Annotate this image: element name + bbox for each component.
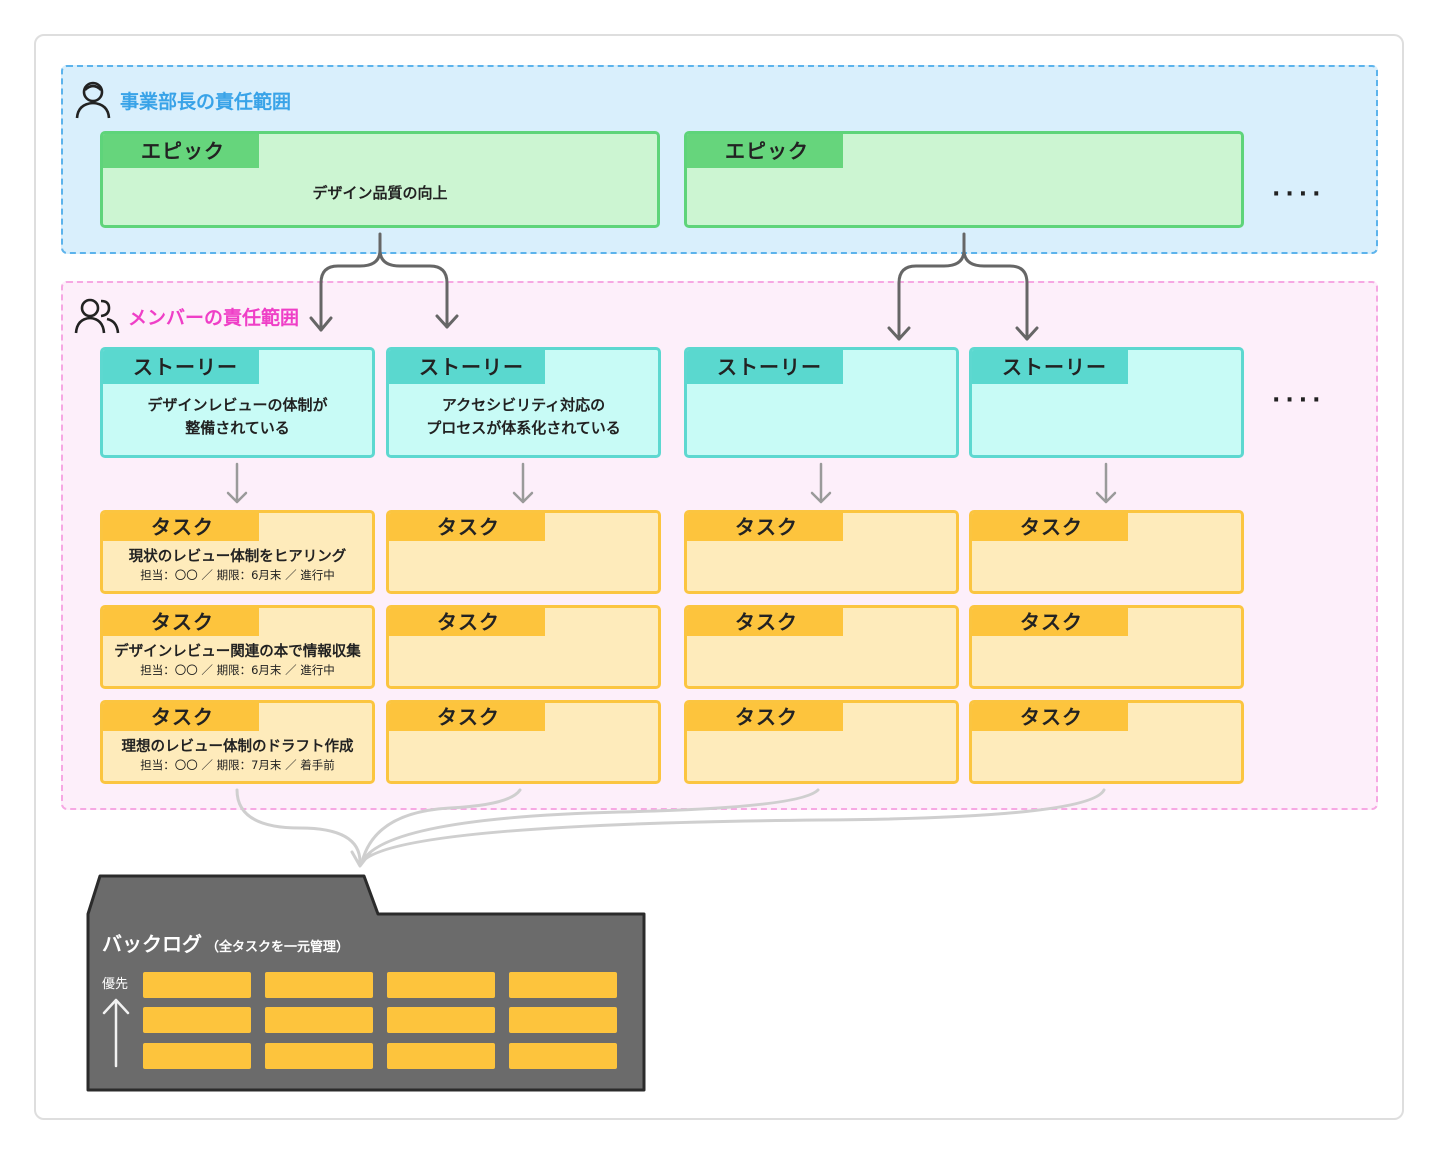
backlog-item[interactable] xyxy=(143,972,251,998)
member-zone-header: メンバーの責任範囲 xyxy=(74,296,299,336)
story-card[interactable]: ストーリー xyxy=(684,347,959,458)
epic-branch-arrow xyxy=(962,248,1029,341)
priority-arrow xyxy=(102,998,130,1068)
task-card[interactable]: タスク xyxy=(969,510,1244,594)
backlog-title: バックログ （全タスクを一元管理） xyxy=(102,928,349,957)
story-tag: ストーリー xyxy=(972,350,1128,384)
task-tag: タスク xyxy=(103,703,259,731)
task-card[interactable]: タスク xyxy=(386,700,661,784)
backlog-item[interactable] xyxy=(265,1007,373,1033)
task-tag: タスク xyxy=(687,608,843,636)
story-tag: ストーリー xyxy=(389,350,545,384)
epic-branch-arrow xyxy=(319,232,382,332)
backlog-item[interactable] xyxy=(387,972,495,998)
story-card[interactable]: ストーリー アクセシビリティ対応の プロセスが体系化されている xyxy=(386,347,661,458)
backlog-item[interactable] xyxy=(265,972,373,998)
arrowhead xyxy=(887,326,911,341)
task-title: 現状のレビュー体制をヒアリング xyxy=(128,549,347,565)
epic-text: デザイン品質の向上 xyxy=(312,184,448,202)
task-tag: タスク xyxy=(972,513,1128,541)
story-task-arrow xyxy=(512,462,534,504)
task-meta: 担当：〇〇 ／ 期限：6月末 ／ 進行中 xyxy=(140,568,335,582)
task-card[interactable]: タスク xyxy=(969,605,1244,689)
task-tag: タスク xyxy=(103,608,259,636)
manager-zone-title: 事業部長の責任範囲 xyxy=(120,90,292,113)
more-stories-ellipsis: ···· xyxy=(1272,388,1326,413)
story-task-arrow xyxy=(810,462,832,504)
member-zone-title: メンバーの責任範囲 xyxy=(128,306,300,329)
story-task-arrow xyxy=(226,462,248,504)
task-tag: タスク xyxy=(389,703,545,731)
task-card[interactable]: タスク xyxy=(969,700,1244,784)
epic-card[interactable]: エピック xyxy=(684,131,1244,228)
arrowhead xyxy=(1015,326,1039,341)
task-title: デザインレビュー関連の本で情報収集 xyxy=(114,644,361,660)
backlog-subtitle: （全タスクを一元管理） xyxy=(206,940,350,955)
story-text-line2: プロセスが体系化されている xyxy=(426,419,621,437)
backlog-item[interactable] xyxy=(265,1043,373,1069)
task-tag: タスク xyxy=(972,703,1128,731)
backlog-title-text: バックログ xyxy=(102,932,202,956)
story-tag: ストーリー xyxy=(687,350,843,384)
task-card[interactable]: タスク 理想のレビュー体制のドラフト作成 担当：〇〇 ／ 期限：7月末 ／ 着手… xyxy=(100,700,375,784)
group-icon xyxy=(74,298,120,334)
story-tag: ストーリー xyxy=(103,350,259,384)
backlog-item[interactable] xyxy=(387,1043,495,1069)
backlog-item[interactable] xyxy=(509,1043,617,1069)
arrowhead xyxy=(309,316,333,332)
task-card[interactable]: タスク xyxy=(684,510,959,594)
task-card[interactable]: タスク xyxy=(684,605,959,689)
story-text-line2: 整備されている xyxy=(185,419,290,437)
task-tag: タスク xyxy=(389,608,545,636)
backlog-item[interactable] xyxy=(509,972,617,998)
backlog-flow-arrow xyxy=(360,788,522,864)
story-task-arrow xyxy=(1095,462,1117,504)
backlog-item[interactable] xyxy=(143,1007,251,1033)
task-card[interactable]: タスク xyxy=(386,605,661,689)
task-tag: タスク xyxy=(103,513,259,541)
priority-label: 優先 xyxy=(102,977,129,992)
story-card[interactable]: ストーリー xyxy=(969,347,1244,458)
task-tag: タスク xyxy=(687,703,843,731)
backlog-flow-arrow xyxy=(360,788,1106,864)
backlog-item[interactable] xyxy=(387,1007,495,1033)
backlog-item[interactable] xyxy=(143,1043,251,1069)
task-tag: タスク xyxy=(972,608,1128,636)
more-epics-ellipsis: ···· xyxy=(1272,182,1326,207)
task-card[interactable]: タスク デザインレビュー関連の本で情報収集 担当：〇〇 ／ 期限：6月末 ／ 進… xyxy=(100,605,375,689)
backlog-item[interactable] xyxy=(509,1007,617,1033)
task-tag: タスク xyxy=(687,513,843,541)
backlog-flow-arrow xyxy=(235,788,362,864)
backlog-flow-arrow xyxy=(360,788,820,864)
story-text-line1: アクセシビリティ対応の xyxy=(441,396,606,414)
epic-tag: エピック xyxy=(103,134,259,168)
epic-tag: エピック xyxy=(687,134,843,168)
task-meta: 担当：〇〇 ／ 期限：7月末 ／ 着手前 xyxy=(140,758,335,772)
arrowhead xyxy=(435,314,459,329)
story-text-line1: デザインレビューの体制が xyxy=(147,396,328,414)
task-meta: 担当：〇〇 ／ 期限：6月末 ／ 進行中 xyxy=(140,663,335,677)
task-card[interactable]: タスク 現状のレビュー体制をヒアリング 担当：〇〇 ／ 期限：6月末 ／ 進行中 xyxy=(100,510,375,594)
story-card[interactable]: ストーリー デザインレビューの体制が 整備されている xyxy=(100,347,375,458)
diagram-frame xyxy=(34,34,1404,1120)
manager-zone-header: 事業部長の責任範囲 xyxy=(74,80,291,120)
task-tag: タスク xyxy=(389,513,545,541)
task-title: 理想のレビュー体制のドラフト作成 xyxy=(121,739,354,755)
epic-card[interactable]: エピック デザイン品質の向上 xyxy=(100,131,660,228)
epic-branch-arrow xyxy=(378,248,449,329)
epic-branch-arrow xyxy=(897,232,966,341)
arrowhead xyxy=(350,850,372,868)
person-icon xyxy=(75,81,111,119)
task-card[interactable]: タスク xyxy=(386,510,661,594)
task-card[interactable]: タスク xyxy=(684,700,959,784)
